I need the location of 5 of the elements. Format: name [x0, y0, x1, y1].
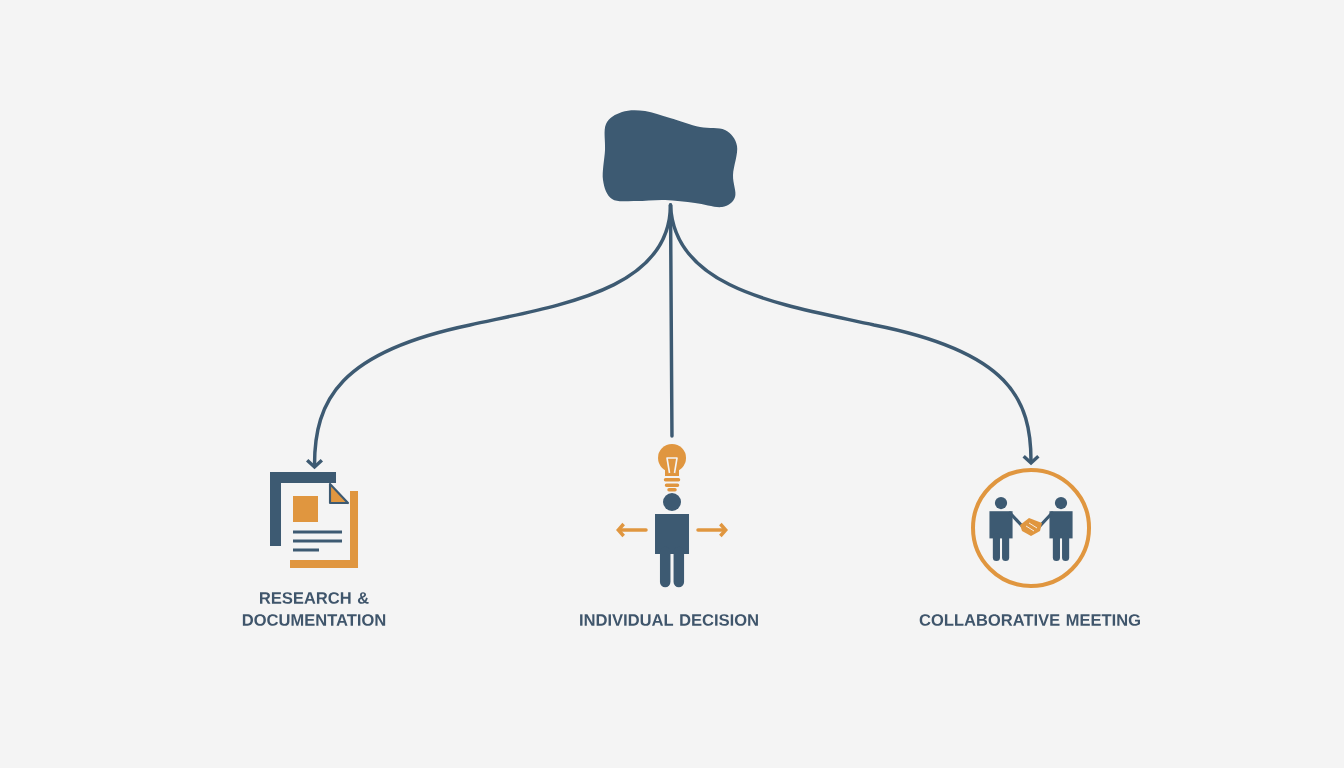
arrow: [668, 203, 1040, 466]
node-label: INDIVIDUAL DECISION: [580, 614, 758, 626]
node-label: RESEARCH & DOCUMENTATION: [242, 592, 386, 626]
blob-shape: [602, 110, 738, 208]
node-label: COLLABORATIVE MEETING: [919, 614, 1140, 626]
